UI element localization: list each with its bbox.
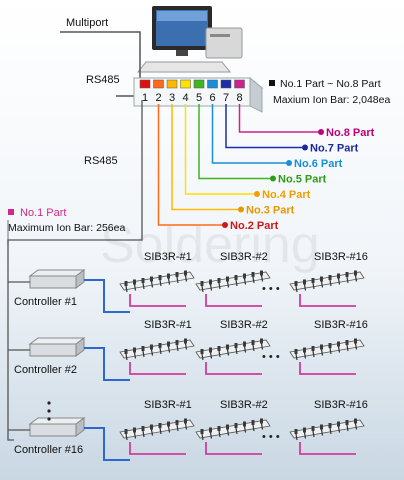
ion-bar: SIB3R-#1 <box>119 319 195 375</box>
port-4-plug <box>180 79 191 89</box>
part-line-5 <box>198 104 270 180</box>
ion-bar: SIB3R-#16 <box>289 399 368 455</box>
ion-bar: SIB3R-#1 <box>119 251 195 307</box>
port-6-plug <box>207 79 218 89</box>
ion-bar-label: SIB3R-#16 <box>314 399 368 411</box>
controller-box <box>28 337 86 357</box>
part-line-2 <box>157 104 222 226</box>
ion-bar-label: SIB3R-#1 <box>144 319 192 331</box>
ion-bar-label: SIB3R-#1 <box>144 399 192 411</box>
part-connector-dot <box>270 175 276 182</box>
ion-bar-label: SIB3R-#16 <box>314 251 368 263</box>
port-5-number: 5 <box>196 92 202 104</box>
controller-row: Controller #2 SIB3R-#1 SIB3R-#2 SIB3R-#16 • … <box>8 319 368 381</box>
ion-bar: SIB3R-#2 <box>195 319 271 375</box>
parts-range-label: No.1 Part ~ No.8 Part <box>280 78 381 90</box>
bar-wire <box>299 442 356 455</box>
ion-bar-label: SIB3R-#2 <box>220 319 268 331</box>
bar-wire <box>205 442 262 455</box>
ion-bar: SIB3R-#1 <box>119 399 195 455</box>
controller-wire <box>84 347 130 381</box>
bar-wire <box>299 362 356 375</box>
part-connector-dot <box>254 191 260 197</box>
part-connector-dot <box>222 222 228 228</box>
controller-label: Controller #16 <box>14 444 83 456</box>
horizontal-ellipsis: • • • <box>262 283 280 295</box>
part-line-8 <box>238 104 318 133</box>
bar-wire <box>299 294 356 307</box>
port-4-number: 4 <box>182 92 188 104</box>
no1-part-label: No.1 Part <box>20 207 66 219</box>
ion-bar-label: SIB3R-#2 <box>220 399 268 411</box>
port-5-plug <box>193 79 205 89</box>
part-line-4 <box>184 104 254 195</box>
ion-bar-label: SIB3R-#2 <box>220 251 268 263</box>
horizontal-ellipsis: • • • <box>262 351 280 363</box>
part-line-7 <box>225 104 302 149</box>
port-6-number: 6 <box>209 92 215 104</box>
max-ion-bar-1-label: Maximum Ion Bar: 256ea <box>8 222 125 234</box>
part-label-5: No.5 Part <box>278 174 327 186</box>
port-3-number: 3 <box>169 92 175 104</box>
port-8-number: 8 <box>236 92 242 104</box>
part-label-3: No.3 Part <box>246 205 295 217</box>
part-line-3 <box>171 104 238 211</box>
port-7-plug <box>220 79 232 89</box>
bar-wire <box>129 442 186 455</box>
ion-bar-label: SIB3R-#16 <box>314 319 368 331</box>
controller-backbone <box>7 100 143 441</box>
port-3-plug <box>166 79 178 89</box>
ion-bar: SIB3R-#2 <box>195 251 271 307</box>
controller-box <box>28 417 86 437</box>
bullet-square <box>269 80 275 86</box>
part-connector-dot <box>238 206 244 213</box>
no1-bullet-square <box>8 209 14 215</box>
bar-wire <box>129 362 186 375</box>
ion-bar-label: SIB3R-#1 <box>144 251 192 263</box>
part-label-2: No.2 Part <box>230 220 279 232</box>
vertical-ellipsis <box>47 401 51 421</box>
controller-label: Controller #1 <box>14 296 77 308</box>
ion-bar: SIB3R-#2 <box>195 399 271 455</box>
port-1-number: 1 <box>142 92 148 104</box>
controller-wire <box>84 279 130 313</box>
bar-wire <box>129 294 186 307</box>
port-2-number: 2 <box>155 92 161 104</box>
port-8-plug <box>234 79 245 89</box>
part-label-7: No.7 Part <box>310 143 359 155</box>
ion-bar: SIB3R-#16 <box>289 251 368 307</box>
port-1-plug <box>139 79 151 89</box>
port-2-plug <box>153 79 164 89</box>
part-line-6 <box>211 104 286 164</box>
computer-icon <box>136 6 243 73</box>
rs485-top-label: RS485 <box>86 74 120 86</box>
port-7-number: 7 <box>223 92 229 104</box>
controller-box <box>28 269 86 289</box>
part-connector-dot <box>286 160 292 166</box>
controller-wire <box>84 427 130 461</box>
controller-label: Controller #2 <box>14 364 77 376</box>
part-label-4: No.4 Part <box>262 189 311 201</box>
max-ion-bar-8-label: Maxium Ion Bar: 2,048ea <box>273 94 390 106</box>
bar-wire <box>205 294 262 307</box>
controller-row: Controller #16 SIB3R-#1 SIB3R-#2 SIB3R-#16 •… <box>8 399 368 461</box>
rs485-side-label: RS485 <box>84 155 118 167</box>
ion-bar: SIB3R-#16 <box>289 319 368 375</box>
controller-row: Controller #1 SIB3R-#1 SIB3R-#2 SIB3R-#16 • … <box>8 251 368 313</box>
part-connector-dot <box>318 129 324 135</box>
bar-wire <box>205 362 262 375</box>
multiport-link <box>60 31 141 100</box>
multiport-label: Multiport <box>66 17 108 29</box>
horizontal-ellipsis: • • • <box>262 431 280 443</box>
part-label-6: No.6 Part <box>294 158 343 170</box>
part-label-8: No.8 Part <box>326 127 375 139</box>
part-connector-dot <box>302 144 308 151</box>
